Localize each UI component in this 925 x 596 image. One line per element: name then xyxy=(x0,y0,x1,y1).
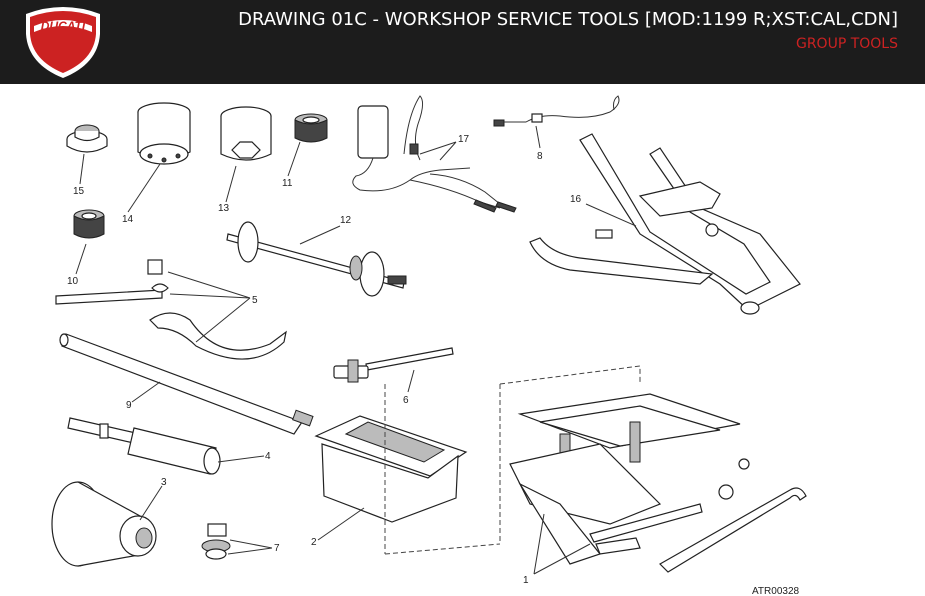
callout-7: 7 xyxy=(274,543,280,554)
page-title: DRAWING 01C - WORKSHOP SERVICE TOOLS [MO… xyxy=(238,9,898,30)
callout-2: 2 xyxy=(311,537,317,548)
part-14-socket[interactable] xyxy=(137,102,191,165)
part-16-paddock-stand[interactable] xyxy=(529,133,801,315)
callout-8: 8 xyxy=(537,151,543,162)
callout-1: 1 xyxy=(523,575,529,586)
reference-code: ATR00328 xyxy=(752,586,800,596)
ducati-logo: DUCATI xyxy=(26,7,100,78)
callout-6: 6 xyxy=(403,395,409,406)
leader-lines xyxy=(75,125,637,575)
part-1-lift-jack[interactable] xyxy=(509,393,807,573)
part-13-hex-socket[interactable] xyxy=(220,106,272,161)
svg-text:DUCATI: DUCATI xyxy=(41,19,86,33)
part-9-tube[interactable] xyxy=(59,333,314,435)
callout-5: 5 xyxy=(252,295,258,306)
callout-9: 9 xyxy=(126,400,132,411)
part-5-spanners[interactable] xyxy=(55,259,287,360)
part-3-adapter[interactable] xyxy=(51,481,157,567)
part-8-cable[interactable] xyxy=(493,95,620,127)
callout-13: 13 xyxy=(218,203,230,214)
callout-16: 16 xyxy=(570,194,582,205)
group-tools-link[interactable]: GROUP TOOLS xyxy=(795,36,898,52)
callout-14: 14 xyxy=(122,214,134,225)
exploded-parts-diagram: 15 14 13 11 17 8 16 12 10 5 9 6 4 3 2 7 … xyxy=(51,95,807,596)
dashed-guide-box xyxy=(384,365,641,555)
callout-10: 10 xyxy=(67,276,79,287)
part-2-drain-tray[interactable] xyxy=(314,415,468,523)
callout-labels: 15 14 13 11 17 8 16 12 10 5 9 6 4 3 2 7 … xyxy=(67,134,582,586)
callout-15: 15 xyxy=(73,186,85,197)
part-4-puller[interactable] xyxy=(67,417,221,475)
part-6-drift[interactable] xyxy=(333,347,454,383)
part-11-sleeve[interactable] xyxy=(294,113,328,143)
callout-3: 3 xyxy=(161,477,167,488)
part-7-pin[interactable] xyxy=(201,523,231,560)
header-bar: DUCATI DRAWING 01C - WORKSHOP SERVICE TO… xyxy=(0,0,925,84)
callout-4: 4 xyxy=(265,451,271,462)
part-17-battery-charger[interactable] xyxy=(352,95,517,213)
part-10-sleeve[interactable] xyxy=(73,209,105,239)
part-12-shaft-tool[interactable] xyxy=(226,221,407,297)
callout-12: 12 xyxy=(340,215,352,226)
callout-17: 17 xyxy=(458,134,470,145)
part-15-bushing[interactable] xyxy=(66,124,108,153)
callout-11: 11 xyxy=(282,178,293,189)
